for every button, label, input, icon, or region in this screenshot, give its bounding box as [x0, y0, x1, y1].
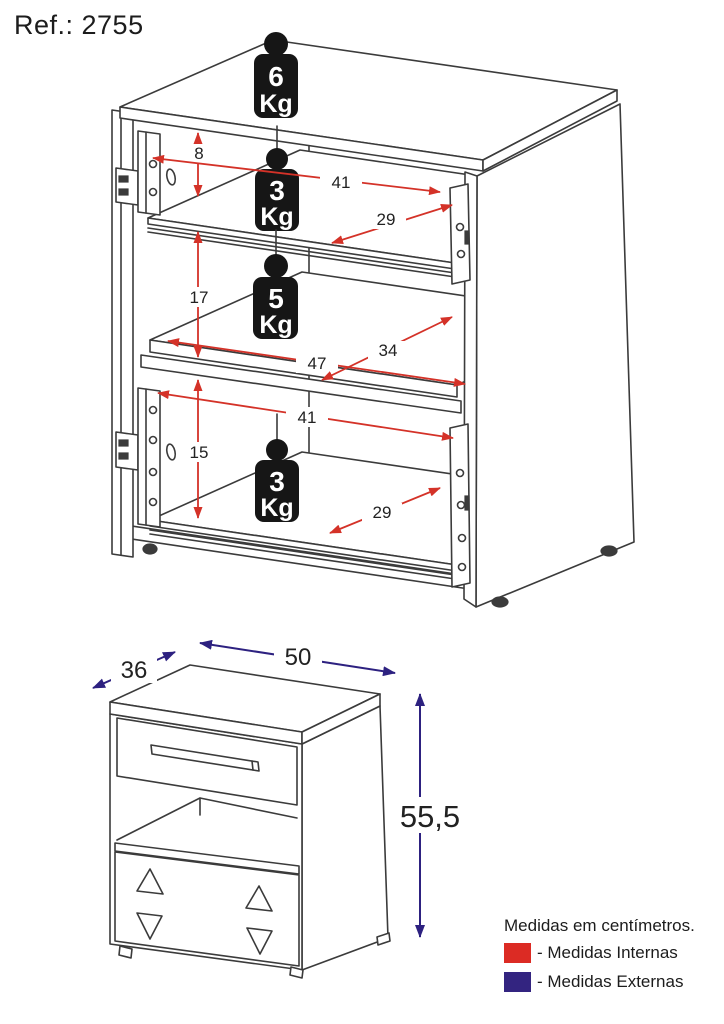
legend: Medidas em centímetros. - Medidas Intern… [504, 916, 719, 1001]
legend-row-external: - Medidas Externas [504, 972, 719, 992]
triangle-up-left [136, 868, 164, 895]
legend-external-label: - Medidas Externas [537, 972, 684, 991]
dimension-label: 15 [190, 443, 209, 462]
weight-unit: Kg [259, 90, 292, 118]
drawer-handle [150, 744, 260, 772]
right-side-panel [463, 103, 635, 608]
external-measure-swatch [504, 972, 531, 992]
reference-number: Ref.: 2755 [14, 10, 144, 40]
dimension-label: 47 [308, 354, 327, 373]
right-face [301, 705, 389, 971]
dimension-label: 8 [194, 144, 203, 163]
top-drawer-front [116, 717, 298, 806]
dimension-41-bottom: 41 [157, 390, 454, 441]
internal-measure-swatch [504, 943, 531, 963]
dimension-36-depth: 36 [92, 651, 176, 689]
dimension-29-bottom: 29 [329, 487, 441, 534]
weight-6kg: 6 Kg [254, 32, 298, 118]
dimension-label: 36 [121, 657, 148, 684]
nightstand-exterior-view: 50 36 55,5 [92, 639, 466, 979]
bottom-drawer-front [114, 851, 300, 967]
weight-unit: Kg [260, 203, 293, 231]
dimension-50-width: 50 [199, 639, 396, 677]
weight-value: 5 [268, 283, 284, 314]
weight-5kg-middle: 5 Kg [253, 229, 298, 339]
dimension-label: 34 [379, 341, 398, 360]
lower-left-drawer-slide [115, 387, 177, 528]
legend-row-internal: - Medidas Internas [504, 943, 719, 963]
weight-unit: Kg [259, 311, 292, 339]
dimension-17-vertical: 17 [184, 231, 214, 358]
triangle-down-right [246, 927, 273, 955]
internal-dimensions: 8 41 29 17 [152, 132, 466, 534]
dimension-41-top: 41 [152, 154, 441, 196]
weight-3kg-bottom: 3 Kg [255, 413, 299, 522]
nightstand-top-panel [109, 664, 381, 745]
dimension-label: 55,5 [400, 799, 460, 834]
lower-right-drawer-slide [449, 423, 471, 588]
dimension-label: 41 [298, 408, 317, 427]
dimension-label: 17 [190, 288, 209, 307]
dimension-34: 34 [321, 316, 453, 381]
upper-right-drawer-slide [449, 183, 471, 285]
open-shelf-compartment [114, 797, 300, 875]
nightstand-feet [118, 932, 391, 979]
legend-title: Medidas em centímetros. [504, 916, 695, 935]
dimension-label: 41 [332, 173, 351, 192]
dimension-55-5-height: 55,5 [396, 693, 466, 938]
weight-unit: Kg [260, 494, 293, 522]
dimension-label: 50 [285, 644, 312, 671]
dimension-label: 29 [373, 503, 392, 522]
dimension-15-vertical: 15 [184, 379, 214, 519]
dimension-label: 29 [377, 210, 396, 229]
weight-value: 6 [268, 61, 284, 92]
triangle-down-left [136, 912, 163, 940]
cabinet-interior-view: 6 Kg 3 Kg 5 Kg 3 K [111, 32, 635, 608]
cabinet-feet [142, 543, 618, 608]
weight-value: 3 [269, 466, 285, 497]
legend-internal-label: - Medidas Internas [537, 943, 678, 962]
triangle-up-right [245, 885, 273, 912]
external-dimensions: 50 36 55,5 [92, 639, 466, 938]
dimension-29-top: 29 [331, 204, 453, 244]
weight-value: 3 [269, 175, 285, 206]
